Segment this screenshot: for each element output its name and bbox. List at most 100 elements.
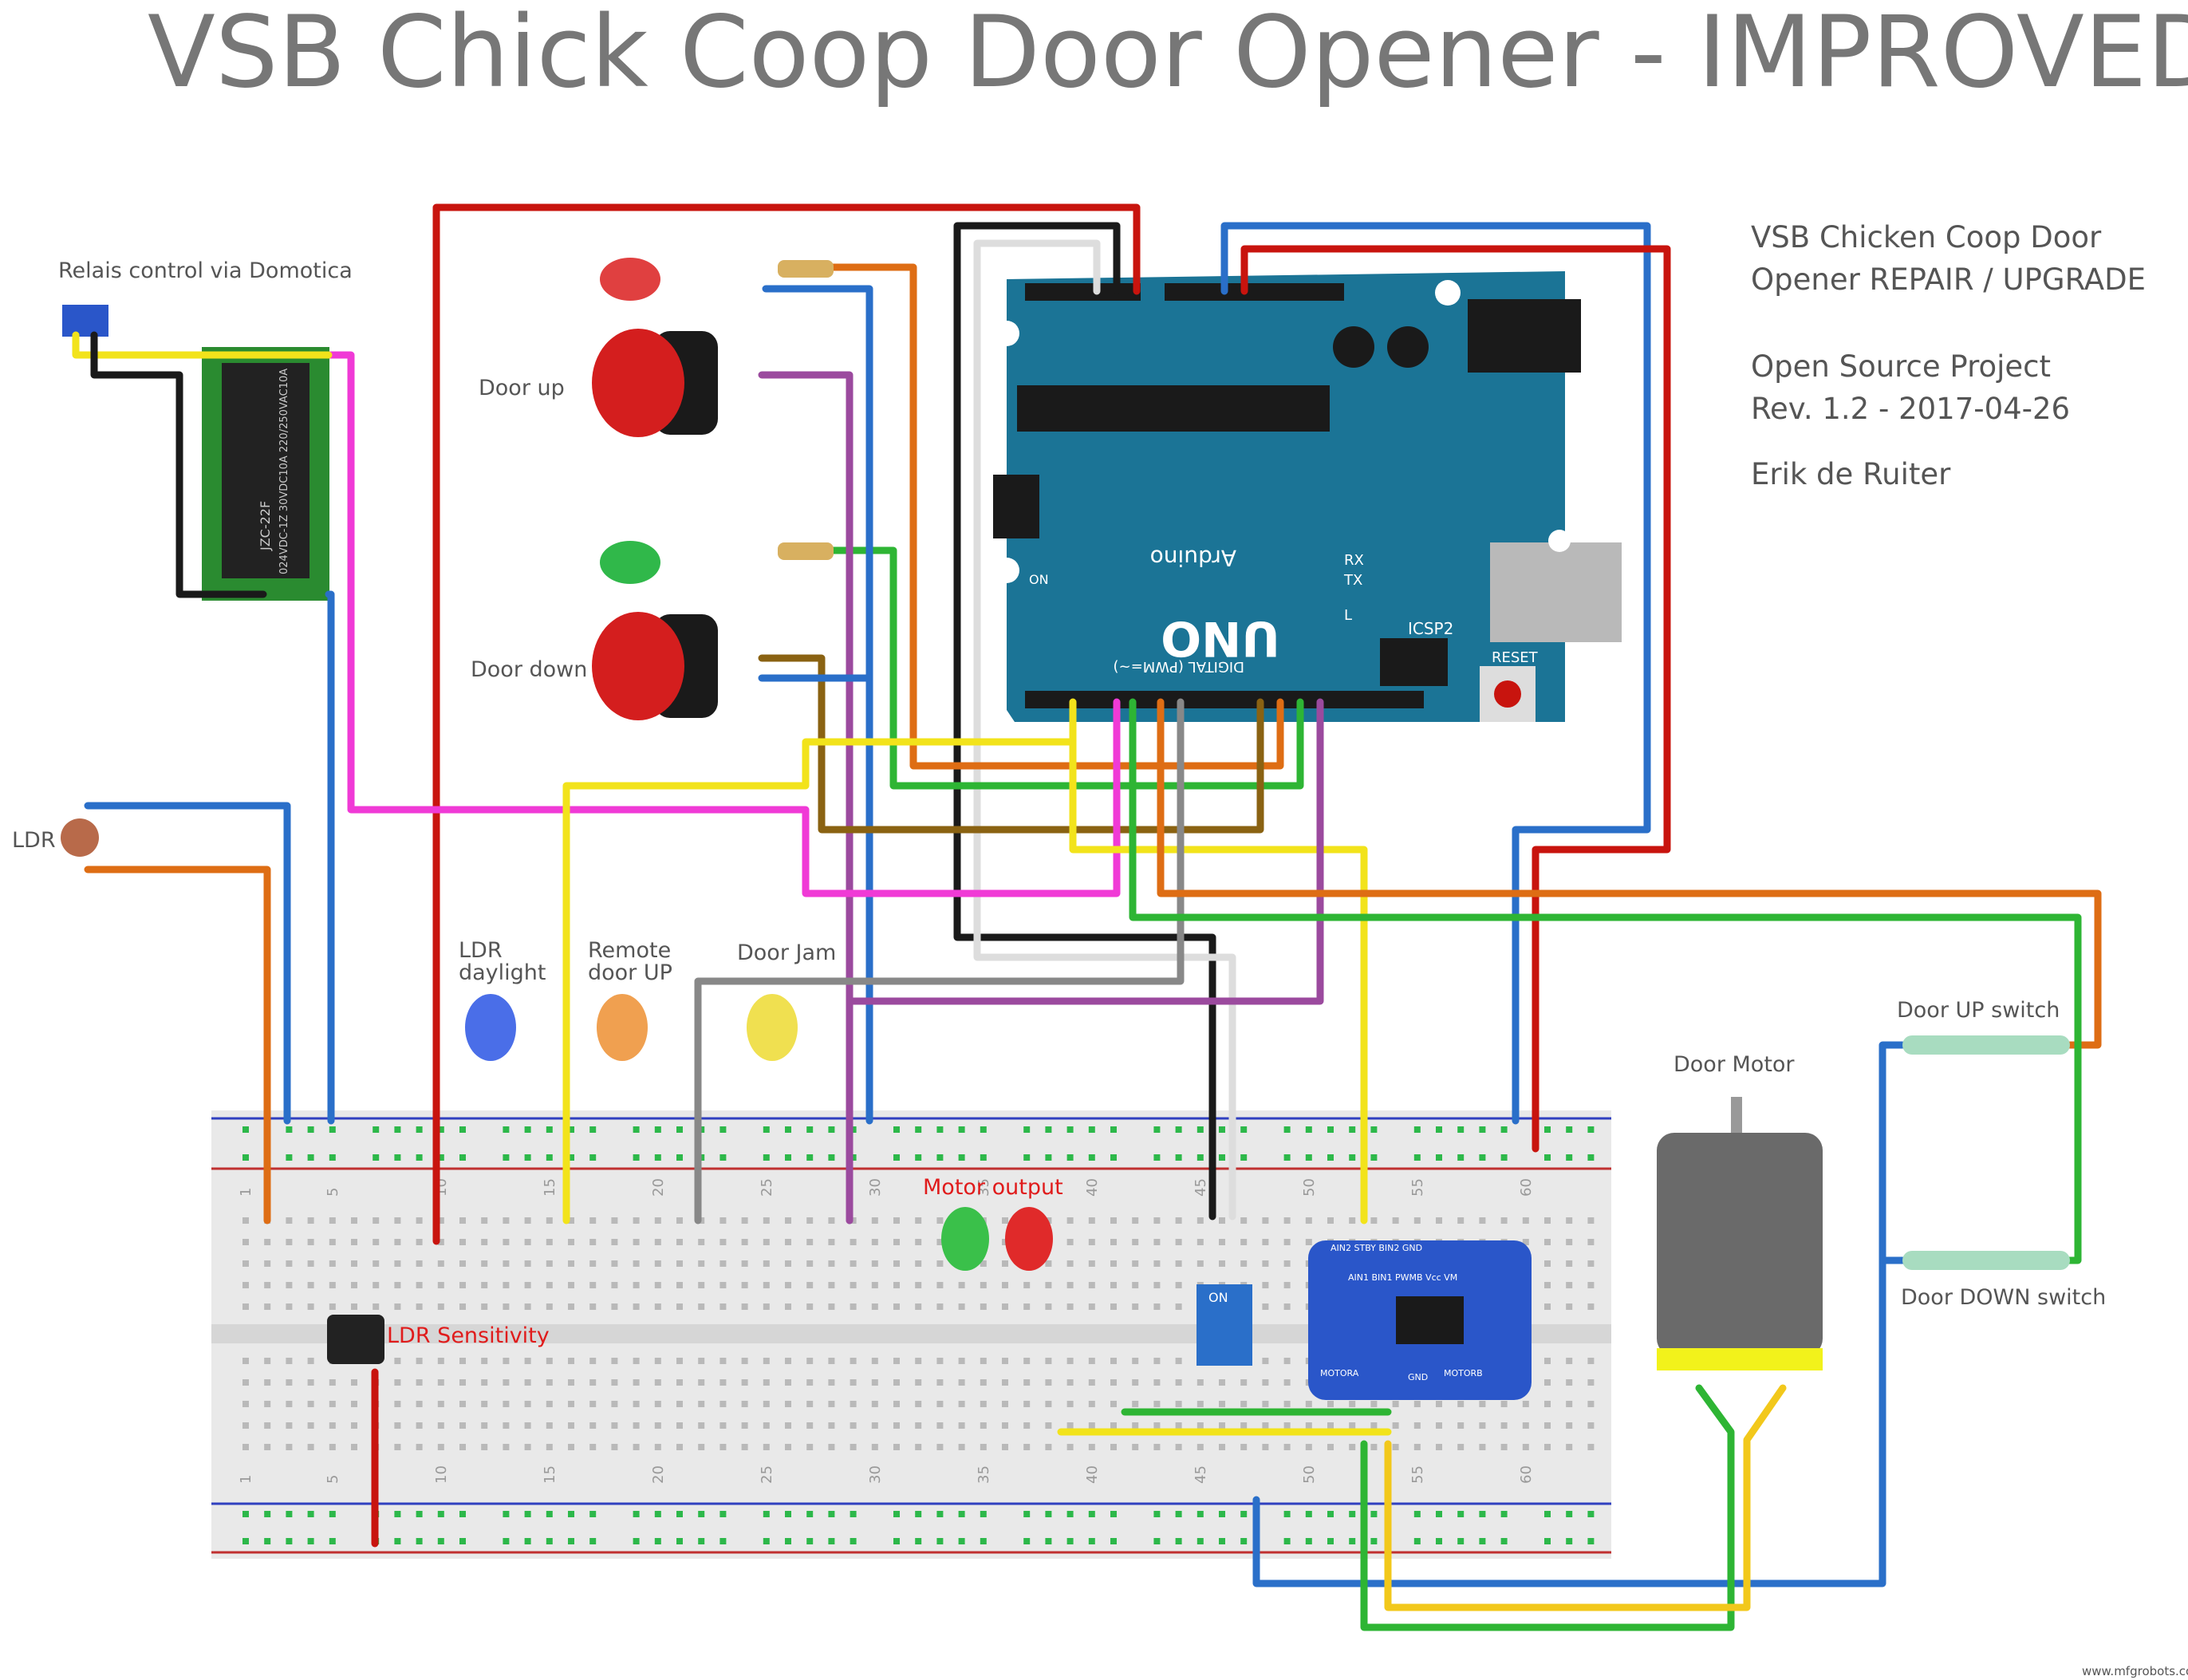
breadboard-hole bbox=[1457, 1401, 1465, 1407]
wire-yellow-driver bbox=[1069, 738, 1368, 1225]
breadboard-hole bbox=[546, 1401, 553, 1407]
breadboard-hole bbox=[850, 1444, 857, 1450]
breadboard-hole bbox=[1153, 1422, 1161, 1429]
breadboard-hole bbox=[307, 1303, 314, 1310]
breadboard-hole bbox=[351, 1217, 357, 1224]
breadboard-hole bbox=[351, 1422, 357, 1429]
breadboard-hole bbox=[611, 1422, 618, 1429]
digital-label: DIGITAL (PWM=~) bbox=[1114, 658, 1244, 675]
breadboard-hole bbox=[1413, 1511, 1421, 1517]
breadboard-hole bbox=[1305, 1239, 1312, 1245]
breadboard-hole bbox=[611, 1282, 618, 1288]
breadboard-hole bbox=[286, 1511, 293, 1517]
door-up-reed-switch bbox=[1902, 1035, 2070, 1055]
breadboard-hole bbox=[1110, 1538, 1117, 1544]
breadboard-hole bbox=[394, 1444, 401, 1450]
breadboard-hole bbox=[915, 1154, 922, 1161]
breadboard-hole bbox=[1544, 1379, 1551, 1386]
breadboard-hole bbox=[437, 1303, 444, 1310]
wire-purple-d13 bbox=[846, 698, 1324, 1225]
breadboard-hole bbox=[828, 1154, 835, 1161]
breadboard-hole bbox=[785, 1401, 791, 1407]
breadboard-hole bbox=[264, 1260, 271, 1267]
breadboard-hole bbox=[719, 1538, 727, 1544]
breadboard-hole bbox=[1066, 1379, 1074, 1386]
breadboard-hole bbox=[980, 1358, 987, 1364]
breadboard-hole bbox=[676, 1217, 683, 1224]
breadboard-hole bbox=[286, 1154, 293, 1161]
wire-yellow-motor bbox=[1384, 1384, 1787, 1611]
breadboard-hole bbox=[980, 1154, 987, 1161]
breadboard-hole bbox=[1088, 1444, 1095, 1450]
breadboard-hole bbox=[633, 1260, 640, 1267]
breadboard-hole bbox=[676, 1401, 683, 1407]
breadboard-hole bbox=[1327, 1401, 1334, 1407]
breadboard-hole bbox=[1283, 1358, 1291, 1364]
led-green-down bbox=[600, 541, 660, 584]
breadboard-hole bbox=[589, 1239, 597, 1245]
info-line-2: Opener REPAIR / UPGRADE bbox=[1751, 262, 2146, 297]
breadboard-hole bbox=[568, 1260, 574, 1267]
breadboard-hole bbox=[1566, 1303, 1573, 1310]
breadboard-hole bbox=[416, 1239, 423, 1245]
breadboard-hole bbox=[1370, 1126, 1378, 1133]
breadboard-column-number: 1 bbox=[238, 1475, 254, 1484]
breadboard-hole bbox=[806, 1401, 814, 1407]
button-up-cap bbox=[592, 329, 684, 437]
breadboard-hole bbox=[871, 1401, 878, 1407]
breadboard-hole bbox=[654, 1260, 661, 1267]
breadboard-hole bbox=[1457, 1511, 1465, 1517]
breadboard-hole bbox=[1500, 1154, 1508, 1161]
breadboard-hole bbox=[264, 1444, 271, 1450]
breadboard-hole bbox=[828, 1260, 835, 1267]
breadboard-hole bbox=[242, 1511, 249, 1517]
button-down-cap bbox=[592, 612, 684, 720]
breadboard-hole bbox=[589, 1217, 597, 1224]
breadboard-hole bbox=[1240, 1154, 1248, 1161]
breadboard-hole bbox=[1479, 1154, 1486, 1161]
breadboard-hole bbox=[1002, 1239, 1008, 1245]
breadboard-hole bbox=[1132, 1401, 1139, 1407]
breadboard-hole bbox=[394, 1282, 401, 1288]
breadboard-hole bbox=[264, 1511, 271, 1517]
breadboard-hole bbox=[828, 1511, 835, 1517]
capacitor-1 bbox=[1333, 326, 1374, 368]
breadboard-hole bbox=[568, 1239, 574, 1245]
breadboard-hole bbox=[437, 1444, 444, 1450]
breadboard-hole bbox=[1566, 1538, 1573, 1544]
breadboard-hole bbox=[1219, 1401, 1225, 1407]
breadboard-hole bbox=[1066, 1538, 1074, 1544]
breadboard-hole bbox=[1305, 1422, 1312, 1429]
breadboard-hole bbox=[1500, 1401, 1508, 1407]
breadboard-hole bbox=[546, 1260, 553, 1267]
breadboard-hole bbox=[698, 1379, 705, 1386]
breadboard-hole bbox=[481, 1358, 488, 1364]
breadboard-hole bbox=[1132, 1379, 1139, 1386]
breadboard-hole bbox=[785, 1217, 791, 1224]
breadboard-hole bbox=[1566, 1422, 1573, 1429]
breadboard-hole bbox=[264, 1379, 271, 1386]
breadboard-hole bbox=[546, 1239, 553, 1245]
breadboard-hole bbox=[589, 1303, 597, 1310]
breadboard-hole bbox=[1283, 1303, 1291, 1310]
breadboard-hole bbox=[524, 1422, 531, 1429]
breadboard-hole bbox=[698, 1422, 705, 1429]
info-block: VSB Chicken Coop Door Opener REPAIR / UP… bbox=[1751, 220, 2146, 491]
breadboard-hole bbox=[1132, 1358, 1139, 1364]
breadboard-hole bbox=[741, 1239, 748, 1245]
breadboard-hole bbox=[1305, 1401, 1312, 1407]
breadboard-hole bbox=[785, 1511, 791, 1517]
breadboard-column-number: 50 bbox=[1301, 1465, 1318, 1484]
breadboard-hole bbox=[980, 1401, 987, 1407]
breadboard-hole bbox=[1066, 1154, 1074, 1161]
breadboard-hole bbox=[1110, 1282, 1117, 1288]
breadboard-hole bbox=[828, 1422, 835, 1429]
breadboard-hole bbox=[1153, 1303, 1161, 1310]
breadboard-hole bbox=[416, 1217, 423, 1224]
led-orange-remote bbox=[597, 994, 648, 1061]
breadboard-hole bbox=[1370, 1511, 1378, 1517]
motor-shaft bbox=[1731, 1097, 1742, 1133]
breadboard-hole bbox=[654, 1282, 661, 1288]
label-ldr-daylight-2: daylight bbox=[459, 960, 546, 985]
breadboard-hole bbox=[871, 1303, 878, 1310]
